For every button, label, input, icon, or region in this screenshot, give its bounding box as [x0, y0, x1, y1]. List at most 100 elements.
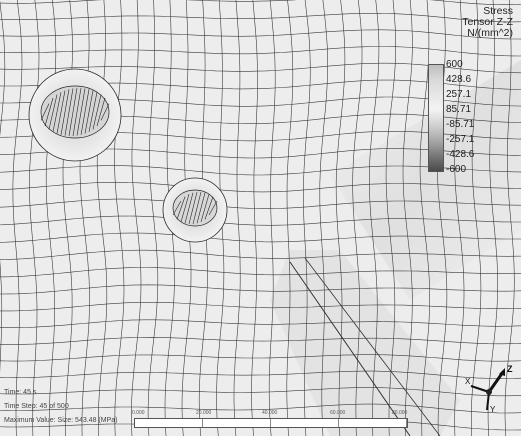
bolt-hole-left	[28, 68, 122, 162]
mesh-line-vertical	[385, 0, 396, 436]
legend-title-line2: Tensor Z-Z	[462, 16, 513, 28]
mesh-line-vertical	[12, 0, 23, 436]
legend-tick-4: -85.71	[446, 119, 475, 130]
mesh-line-vertical	[402, 0, 413, 436]
hole-hatch-line	[200, 194, 210, 222]
legend-tick-1: 428.6	[446, 74, 472, 85]
mesh-line-horizontal	[0, 198, 521, 209]
mesh-line-vertical	[487, 0, 498, 436]
mesh-line-vertical	[504, 0, 515, 436]
mesh-line-horizontal	[0, 403, 521, 414]
hole-hatch-line	[176, 196, 186, 220]
triad-y-axis	[486, 391, 490, 411]
status-time: Time: 45 s	[4, 389, 37, 396]
legend-tick-6: -428.6	[446, 149, 475, 160]
mesh-line-vertical	[368, 0, 380, 436]
mesh-line-horizontal	[0, 302, 521, 312]
scale-bar	[134, 418, 408, 428]
hole-hatch-line	[52, 92, 62, 132]
hole-hatch-line	[76, 88, 86, 136]
triad-x-label: X	[465, 377, 471, 386]
mesh-line-vertical	[29, 0, 40, 436]
hole-hatch-line	[92, 94, 102, 130]
mesh-line-horizontal	[0, 267, 521, 278]
mesh-line-horizontal	[0, 182, 521, 193]
legend-tick-2: 257.1	[446, 89, 472, 100]
hole-hatch-line	[64, 88, 74, 136]
mesh-line-vertical	[419, 0, 430, 436]
mesh-line-horizontal	[0, 387, 521, 397]
scale-label-2: 40.000	[262, 410, 278, 416]
triad-x-axis	[470, 385, 490, 393]
mesh-line-vertical	[131, 0, 142, 436]
legend-tick-0: 600	[446, 59, 463, 70]
triad-z-axis	[487, 371, 505, 393]
legend-colorbar	[428, 64, 444, 172]
mesh-line-horizontal	[0, 232, 521, 243]
legend-title: Stress Tensor Z-Z N/(mm^2)	[403, 6, 513, 39]
mesh-line-horizontal	[0, 215, 521, 226]
mesh-line-horizontal	[0, 336, 521, 345]
mesh-line-horizontal	[0, 0, 521, 5]
hole-hatch-line	[208, 200, 218, 216]
mesh-line-vertical	[114, 0, 125, 436]
mesh-line-horizontal	[0, 284, 521, 295]
hole-hatch-line	[72, 87, 82, 137]
mesh-line-horizontal	[0, 46, 521, 57]
mesh-line-horizontal	[0, 62, 521, 74]
hole-hatch-line	[172, 200, 182, 216]
legend-tick-5: -257.1	[446, 134, 475, 145]
hole-hatch-line	[96, 97, 106, 127]
mesh-line-vertical	[268, 0, 276, 436]
triad-origin	[486, 389, 492, 395]
mesh-line-horizontal	[0, 319, 521, 328]
mesh-line-horizontal	[0, 249, 521, 260]
orientation-triad[interactable]: Z X Y	[465, 362, 517, 414]
mesh-line-horizontal	[0, 370, 521, 379]
mesh-line-vertical	[303, 0, 311, 436]
hole-hatch-line	[84, 90, 94, 134]
mesh-line-vertical	[352, 0, 363, 436]
mesh-line-vertical	[233, 0, 241, 436]
mesh-line-vertical	[62, 0, 73, 436]
hole-hatch-line	[100, 103, 110, 121]
beam-edge-right	[304, 257, 441, 436]
mesh-line-vertical	[45, 0, 57, 436]
hole-hatch-line	[56, 90, 66, 134]
legend-tick-7: -600	[446, 164, 467, 175]
scale-label-3: 60.000	[330, 410, 346, 416]
hole-hatch-line	[68, 87, 78, 137]
triad-y-label: Y	[490, 405, 496, 414]
mesh-line-vertical	[147, 0, 159, 436]
legend-title-line1: Stress	[483, 5, 513, 17]
mesh-line-vertical	[454, 0, 465, 436]
hole-hatch-line	[60, 89, 70, 135]
status-time-step: Time Step: 45 of 500	[4, 403, 69, 410]
mesh-line-horizontal	[0, 13, 521, 23]
mesh-line-vertical	[79, 0, 90, 436]
hole-hatch-line	[80, 89, 90, 135]
hole-hatch-line	[188, 192, 198, 224]
hole-hatch-line	[88, 92, 98, 132]
hole-hatch-line	[48, 94, 58, 130]
beam-edge-left	[289, 261, 411, 436]
mesh-line-vertical	[96, 0, 108, 436]
legend-title-line3: N/(mm^2)	[467, 27, 513, 39]
status-max-value: Maximum Value: Size: 543.48 (MPa)	[4, 417, 118, 424]
mesh-line-vertical	[319, 0, 329, 436]
hole-hatch-line	[180, 194, 190, 222]
scale-label-1: 20.000	[196, 410, 212, 416]
scale-label-0: 0.000	[132, 410, 145, 416]
mesh-line-vertical	[251, 0, 258, 436]
hole-hatch-line	[204, 196, 214, 220]
mesh-line-vertical	[0, 0, 6, 374]
mesh-line-vertical	[436, 0, 448, 436]
hole-hatch-line	[184, 192, 194, 224]
mesh-line-vertical	[335, 0, 346, 436]
hole-hatch-line	[40, 103, 50, 121]
hole-hatch-line	[44, 97, 54, 127]
mesh-line-vertical	[286, 0, 294, 436]
triad-z-arrow	[499, 368, 505, 376]
hole-hatch-line	[192, 192, 202, 224]
